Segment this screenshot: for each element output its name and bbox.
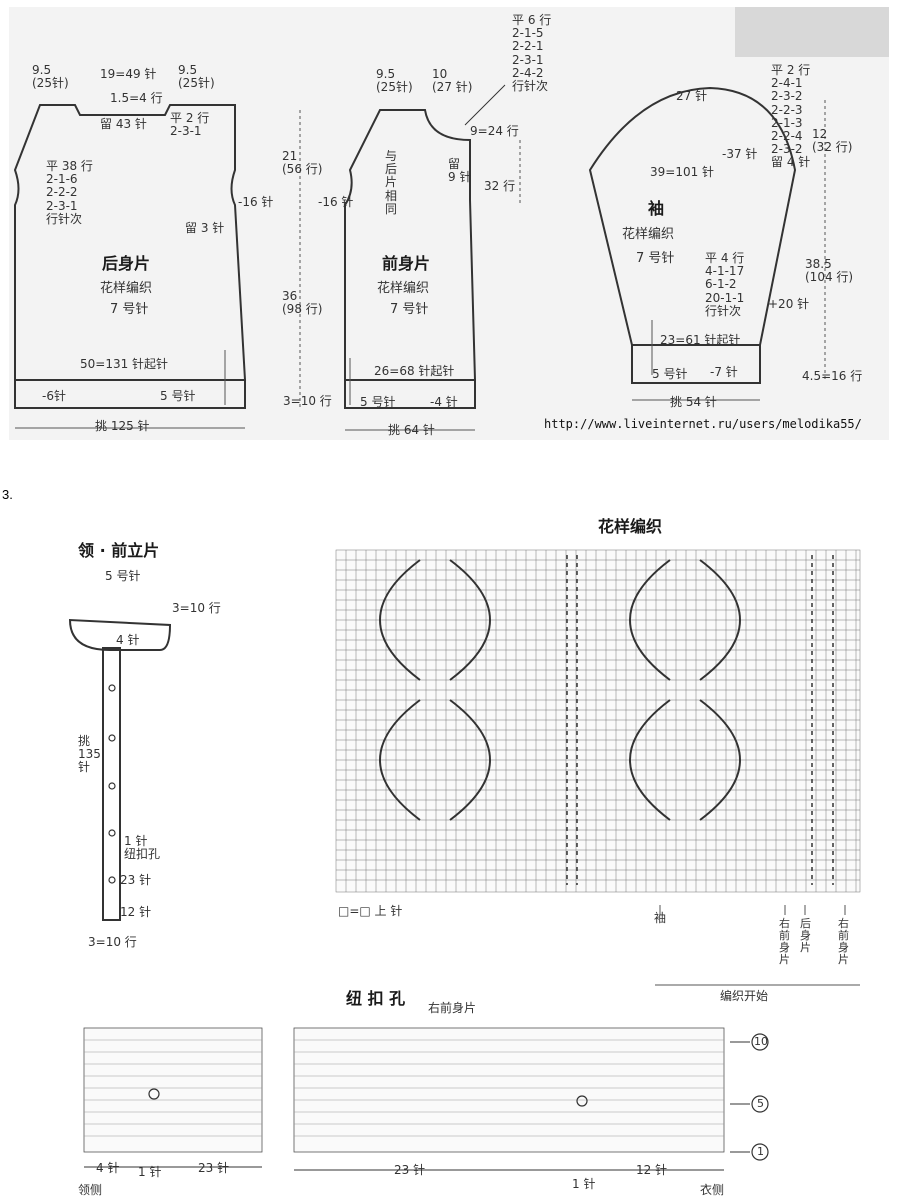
- sleeve-width: 39=101 针: [650, 165, 715, 179]
- back-top-left: 9.5 (25针): [32, 63, 69, 91]
- collar-top-sts: 4 针: [116, 633, 140, 647]
- back-rib-outline: [14, 379, 246, 409]
- front-top-left: 9.5 (25针): [376, 67, 413, 95]
- sleeve-title: 袖: [648, 199, 665, 218]
- back-rib-needle: 5 号针: [160, 389, 196, 403]
- sleeve-length: 38.5 (104 行): [805, 257, 854, 285]
- chart-back: 后 身 片: [800, 917, 811, 955]
- chart-right-front-2: 右 前 身 片: [838, 917, 849, 967]
- sleeve-rib-needle: 5 号针: [652, 367, 688, 381]
- front-pick-up: 挑 64 针: [388, 423, 435, 437]
- buttonhole-title: 纽 扣 孔: [346, 989, 406, 1008]
- bh-bottom-right: 衣侧: [700, 1183, 725, 1197]
- mid-h3: 3=10 行: [283, 394, 332, 408]
- collar-spacing: 23 针: [120, 873, 152, 887]
- back-armhole-dec: -16 针: [238, 195, 274, 209]
- sleeve-cap-dec: -37 针: [722, 147, 758, 161]
- bh-bottom-left: 领侧: [78, 1183, 103, 1197]
- front-panel-outline: [344, 109, 477, 381]
- stitch-chart-grid: [335, 549, 861, 893]
- sleeve-cast-on: 23=61 针起针: [660, 333, 741, 347]
- row-5-label: 5: [757, 1097, 764, 1110]
- sleeve-rib-height: 4.5=16 行: [802, 369, 863, 383]
- bh-right-1: 1 针: [572, 1177, 596, 1191]
- collar-bottom: 12 针: [120, 905, 152, 919]
- sleeve-inc-rows: 平 4 行 4-1-17 6-1-2 20-1-1 行针次: [705, 251, 745, 318]
- front-rib-dec: -4 针: [430, 395, 458, 409]
- sleeve-rib-dec: -7 针: [710, 365, 738, 379]
- sleeve-outline: [588, 86, 797, 346]
- buttonhole-subtitle: 右前身片: [428, 1001, 477, 1015]
- bh-left-4: 4 针: [96, 1161, 120, 1175]
- front-rib-outline: [344, 379, 476, 409]
- front-title: 前身片: [382, 254, 431, 273]
- front-neck-bind: 留 9 针: [448, 157, 472, 185]
- sleeve-cap-rows: 平 2 行 2-4-1 2-3-2 2-2-3 2-1-3 2-2-4 2-3-…: [771, 63, 811, 170]
- collar-band-rows: 3=10 行: [88, 935, 137, 949]
- sleeve-pattern: 花样编织: [622, 227, 675, 242]
- chart-legend: □=□ 上 针: [338, 904, 403, 918]
- front-armhole-dec: -16 针: [318, 195, 354, 209]
- back-title: 后身片: [102, 254, 151, 273]
- back-pick-up: 挑 125 针: [95, 419, 150, 433]
- collar-outline: [68, 618, 172, 651]
- back-top-mid: 19=49 针: [100, 67, 157, 81]
- back-armhole-bind: 留 3 针: [185, 221, 225, 235]
- back-needle: 7 号针: [110, 302, 149, 317]
- sleeve-inc: +20 针: [768, 297, 810, 311]
- pattern-schematic-top: [9, 7, 889, 440]
- sleeve-needle: 7 号针: [636, 251, 675, 266]
- sleeve-pick-up: 挑 54 针: [670, 395, 717, 409]
- bh-left-23: 23 针: [198, 1161, 230, 1175]
- front-needle: 7 号针: [390, 302, 429, 317]
- mid-h2: 36 (98 行): [282, 289, 323, 317]
- back-neck-rows: 平 2 行 2-3-1: [170, 111, 210, 139]
- photo-corner: [735, 7, 889, 57]
- row-10-label: 10: [754, 1035, 768, 1048]
- chart-right-front: 右 前 身 片: [779, 917, 790, 967]
- sleeve-cap-height: 12 (32 行): [812, 127, 853, 155]
- back-cast-on: 50=131 针起针: [80, 357, 169, 371]
- source-url: http://www.liveinternet.ru/users/melodik…: [544, 417, 862, 431]
- chart-start: 编织开始: [720, 989, 769, 1003]
- sleeve-rib-outline: [631, 344, 761, 384]
- collar-title: 领 · 前立片: [78, 541, 160, 560]
- buttonhole-grids: [83, 1027, 725, 1153]
- collar-rows: 3=10 行: [172, 601, 221, 615]
- sleeve-top: 27 针: [676, 89, 708, 103]
- bh-left-1: 1 针: [138, 1165, 162, 1179]
- back-panel-outline: [13, 104, 247, 381]
- bh-right-23: 23 针: [394, 1163, 426, 1177]
- back-neck-drop: 1.5=4 行: [110, 91, 163, 105]
- collar-buttonhole: 1 针 纽扣孔: [124, 834, 161, 862]
- chart-sleeve-mark: 袖: [654, 911, 667, 925]
- collar-pick-up: 挑 135 针: [78, 734, 101, 775]
- row-1-label: 1: [757, 1145, 764, 1158]
- front-neck-height: 32 行: [484, 179, 516, 193]
- back-pattern: 花样编织: [100, 281, 153, 296]
- section-marker: 3.: [2, 487, 13, 502]
- back-rib-left: -6针: [42, 389, 66, 403]
- back-neck-bind: 留 43 针: [100, 117, 147, 131]
- front-neck-depth: 9=24 行: [470, 124, 519, 138]
- front-top-right: 10 (27 针): [432, 67, 473, 95]
- back-armhole-rows: 平 38 行 2-1-6 2-2-2 2-3-1 行针次: [46, 159, 93, 226]
- front-same-as-back: 与 后 片 相 同: [385, 149, 398, 216]
- front-cast-on: 26=68 针起针: [374, 364, 455, 378]
- back-top-right: 9.5 (25针): [178, 63, 215, 91]
- front-rib-needle: 5 号针: [360, 395, 396, 409]
- front-pattern: 花样编织: [377, 281, 430, 296]
- mid-h1: 21 (56 行): [282, 149, 323, 177]
- front-neck-rows: 平 6 行 2-1-5 2-2-1 2-3-1 2-4-2 行针次: [512, 13, 552, 93]
- band-outline: [102, 647, 121, 921]
- bh-right-12: 12 针: [636, 1163, 668, 1177]
- collar-needle: 5 号针: [105, 569, 141, 583]
- chart-title: 花样编织: [598, 517, 663, 536]
